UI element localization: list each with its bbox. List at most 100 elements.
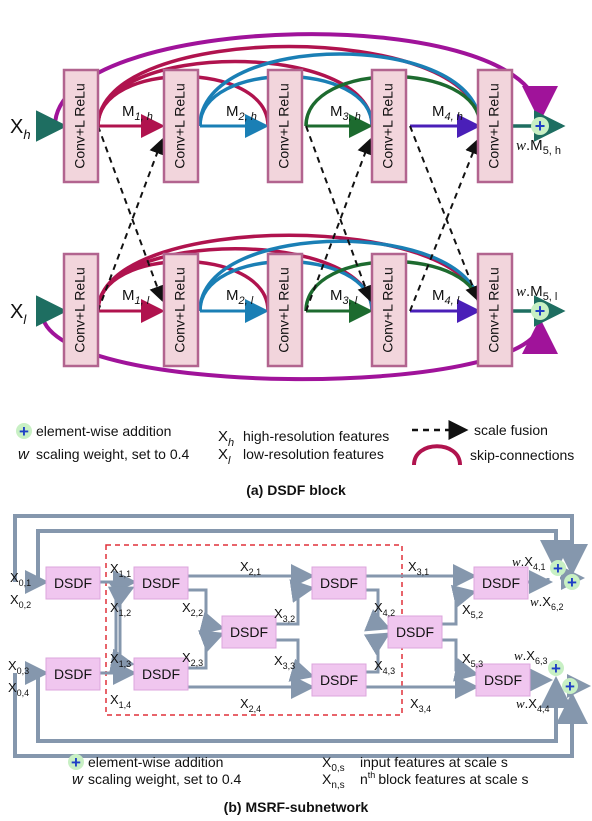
conv-box-label: Conv+L ReLu (486, 267, 502, 352)
conv-box-label: Conv+L ReLu (380, 267, 396, 352)
legend-b-x0s: X0,s (322, 754, 345, 774)
dsdf-node-8: DSDF (387, 615, 443, 649)
link-label-high-4: M4, h (432, 103, 463, 123)
plus-legend-icon: + (16, 422, 32, 441)
legend-a: + element-wise addition w scaling weight… (16, 420, 574, 467)
link-label-high-2: M2, h (226, 103, 257, 123)
legend-xh: Xh (218, 428, 234, 449)
conv-box-low-5: Conv+L ReLu (476, 252, 514, 368)
conv-box-high-1: Conv+L ReLu (62, 68, 100, 184)
link-label-low-3: M3, l (330, 287, 358, 307)
feature-label-3: X1,3 (110, 651, 131, 669)
legend-xh-text: high-resolution features (243, 428, 389, 444)
dsdf-node-label: DSDF (320, 575, 358, 591)
feature-label-8: X2,4 (240, 696, 261, 714)
output-label-4: w.X4,4 (516, 696, 549, 714)
conv-box-low-3: Conv+L ReLu (266, 252, 304, 368)
dsdf-node-label: DSDF (54, 575, 92, 591)
dsdf-node-7: DSDF (311, 663, 367, 697)
svg-text:+: + (535, 116, 546, 136)
dsdf-node-9: DSDF (473, 566, 529, 600)
arc-low-blue-1 (198, 239, 482, 312)
input-label-1: X0,1 (10, 570, 31, 588)
dsdf-node-label: DSDF (396, 624, 434, 640)
svg-text:+: + (535, 301, 546, 321)
conv-box-label: Conv+L ReLu (72, 267, 88, 352)
dsdf-node-1: DSDF (45, 566, 101, 600)
dsdf-node-label: DSDF (54, 666, 92, 682)
conv-box-label: Conv+L ReLu (72, 83, 88, 168)
msrf-plus-icon-1: + (550, 559, 566, 578)
plus-legend-b-icon: + (68, 753, 84, 772)
conv-box-high-4: Conv+L ReLu (370, 68, 408, 184)
conv-box-low-4: Conv+L ReLu (370, 252, 408, 368)
legend-b-scaling: scaling weight, set to 0.4 (88, 771, 242, 787)
feature-label-12: X3,4 (410, 696, 431, 714)
feature-label-13: X4,2 (374, 600, 395, 618)
feature-label-7: X2,3 (182, 650, 203, 668)
feature-label-11: X3,3 (274, 653, 295, 671)
msrf-subnetwork: DSDF DSDF DSDF DSDF DSDF DSDF DSDF DSDF DSDF DSDF… (8, 514, 591, 758)
conv-box-low-1: Conv+L ReLu (62, 252, 100, 368)
input-label-4: X0,4 (8, 680, 29, 698)
legend-addition: element-wise addition (36, 423, 171, 439)
dsdf-node-label: DSDF (142, 666, 180, 682)
feature-label-15: X5,2 (462, 602, 483, 620)
legend-scale-fusion: scale fusion (474, 422, 548, 438)
conv-box-high-2: Conv+L ReLu (162, 68, 200, 184)
svg-text:+: + (19, 422, 29, 441)
conv-box-label: Conv+L ReLu (172, 83, 188, 168)
input-high-label: Xh (10, 116, 31, 142)
legend-w: w (18, 446, 30, 463)
svg-text:+: + (71, 753, 81, 772)
msrf-plus-icon-4: + (562, 677, 578, 696)
link-label-low-2: M2, l (226, 287, 254, 307)
frame-top-outer (13, 514, 588, 582)
dsdf-node-5: DSDF (221, 615, 277, 649)
dsdf-node-4: DSDF (133, 657, 189, 691)
conv-box-label: Conv+L ReLu (172, 267, 188, 352)
link-label-high-1: M1, h (122, 103, 153, 123)
feature-label-16: X5,3 (462, 651, 483, 669)
dsdf-node-label: DSDF (230, 624, 268, 640)
legend-b-x0s-text: input features at scale s (360, 754, 508, 770)
conv-box-high-5: Conv+L ReLu (476, 68, 514, 184)
feature-label-5: X2,1 (240, 559, 261, 577)
dsdf-node-label: DSDF (482, 575, 520, 591)
input-label-3: X0,3 (8, 658, 29, 676)
link-label-high-3: M3, h (330, 103, 361, 123)
dsdf-node-6: DSDF (311, 566, 367, 600)
frame-top-inner (36, 529, 572, 582)
msrf-plus-icon-2: + (564, 573, 580, 592)
feature-label-1: X1,1 (110, 561, 131, 579)
feature-label-6: X2,2 (182, 600, 203, 618)
svg-text:+: + (551, 659, 561, 678)
legend-skip-arc (412, 444, 462, 466)
feature-label-10: X3,2 (274, 606, 295, 624)
output-low-label: w.M5, l (516, 283, 557, 303)
legend-scaling: scaling weight, set to 0.4 (36, 446, 190, 462)
legend-b-xns: Xn,s (322, 771, 345, 791)
conv-box-label: Conv+L ReLu (276, 267, 292, 352)
conv-box-high-3: Conv+L ReLu (266, 68, 304, 184)
dsdf-node-label: DSDF (142, 575, 180, 591)
svg-text:+: + (567, 573, 577, 592)
scale-fusion-lines (97, 125, 481, 312)
legend-b: + element-wise addition w scaling weight… (68, 753, 529, 791)
legend-b-w: w (72, 771, 84, 788)
conv-box-low-2: Conv+L ReLu (162, 252, 200, 368)
input-low-label: Xl (10, 301, 27, 327)
plus-high-icon: + (531, 116, 549, 136)
msrf-plus-icon-3: + (548, 659, 564, 678)
output-high-label: w.M5, h (516, 137, 561, 157)
conv-box-label: Conv+L ReLu (380, 83, 396, 168)
arc-high-blue-1 (198, 52, 482, 127)
frame-bottom-inner (36, 673, 572, 743)
svg-text:+: + (565, 677, 575, 696)
input-label-2: X0,2 (10, 592, 31, 610)
link-label-low-4: M4, l (432, 287, 460, 307)
dsdf-node-label: DSDF (484, 672, 522, 688)
